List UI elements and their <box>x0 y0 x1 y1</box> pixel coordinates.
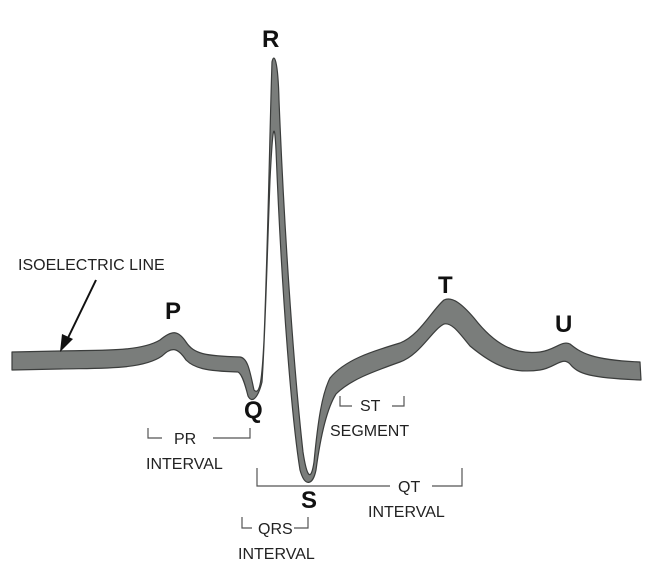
isoelectric-line-label: ISOELECTRIC LINE <box>18 257 165 274</box>
st-segment-label-line2: SEGMENT <box>330 423 409 440</box>
isoelectric-arrow <box>65 279 97 343</box>
pr-interval-label-line1: PR <box>174 431 196 448</box>
q-wave-label: Q <box>244 397 263 424</box>
st-segment-label-line1: ST <box>360 398 381 415</box>
qrs-interval-label-line1: QRS <box>258 521 293 538</box>
qt-interval-label-line1: QT <box>398 479 420 496</box>
qt-interval-label-line2: INTERVAL <box>368 504 445 521</box>
p-wave-label: P <box>165 298 181 325</box>
u-wave-label: U <box>555 311 572 338</box>
s-wave-label: S <box>301 487 317 514</box>
qt-interval-bracket <box>256 468 463 487</box>
t-wave-label: T <box>438 272 453 299</box>
pr-interval-bracket <box>147 428 251 439</box>
r-wave-label: R <box>262 26 279 53</box>
isoelectric-arrowhead <box>60 334 73 352</box>
ecg-trace <box>11 57 642 483</box>
qrs-interval-label-line2: INTERVAL <box>238 546 315 563</box>
qrs-interval-bracket <box>241 517 309 529</box>
st-segment-bracket <box>339 396 405 407</box>
pr-interval-label-line2: INTERVAL <box>146 456 223 473</box>
